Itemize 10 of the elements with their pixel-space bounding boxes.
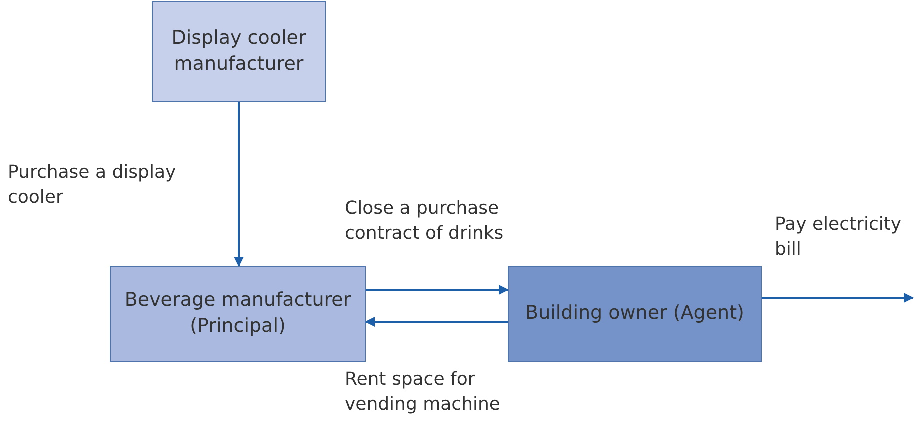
arrow bbox=[365, 317, 508, 327]
process-box bbox=[508, 266, 762, 362]
arrow bbox=[234, 102, 244, 267]
node-label: Display cooler manufacturer bbox=[170, 26, 308, 76]
process-box bbox=[110, 266, 366, 362]
node-label: Building owner (Agent) bbox=[524, 301, 746, 326]
arrow bbox=[762, 293, 914, 303]
process-box bbox=[152, 1, 326, 102]
arrow bbox=[366, 285, 509, 295]
node-label: Beverage manufacturer (Principal) bbox=[124, 288, 352, 339]
